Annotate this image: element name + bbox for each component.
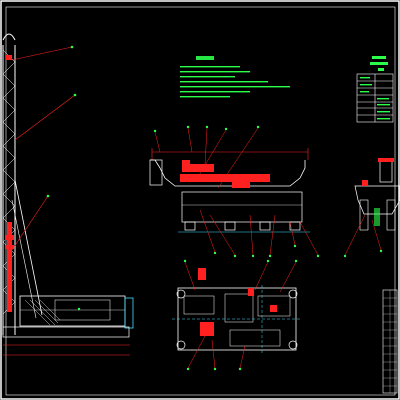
rig-mast-elevation [2, 33, 134, 356]
side-view-balloons [153, 125, 320, 258]
carrier-end-view [343, 158, 400, 258]
carrier-side-view [149, 125, 320, 258]
plan-view-leaders [184, 261, 297, 369]
mast-leader-lines [11, 46, 76, 251]
technical-notes-lines [180, 66, 290, 98]
carrier-hatching [24, 299, 61, 326]
side-view-leaders [154, 127, 319, 256]
carrier-plan-view [172, 259, 302, 371]
plan-view-balloons [183, 259, 298, 371]
title-block [382, 289, 398, 394]
technical-notes-block [180, 56, 290, 98]
specification-table [356, 56, 394, 123]
